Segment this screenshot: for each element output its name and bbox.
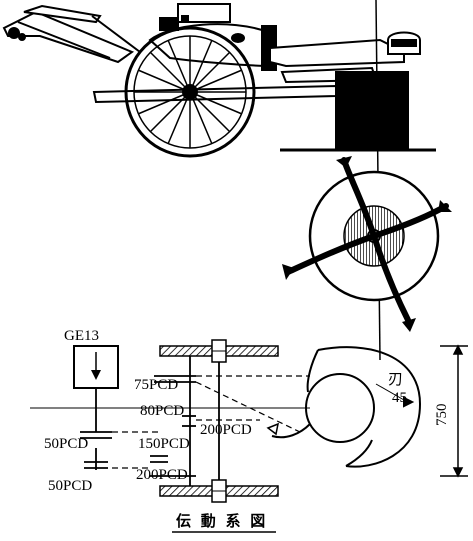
lower-plate [159,479,279,503]
engine-body [148,3,277,71]
frame-deck [92,31,436,152]
label-pcd-50-upper: 50PCD [44,436,88,452]
label-pcd-200-mid: 200PCD [200,422,252,438]
label-pcd-50-lower: 50PCD [48,478,92,494]
figure-caption: 伝 動 系 図 [176,512,268,530]
machine-side-view [2,0,436,361]
label-blade-size: 45 [392,390,407,406]
label-pcd-200-low: 200PCD [136,467,188,483]
label-pcd-150: 150PCD [138,436,190,452]
label-blade: 刃 [388,372,403,388]
blade-side-view [271,346,422,468]
belt-lines [112,375,310,469]
left-shaft [80,388,112,470]
tine-rotor [282,156,452,332]
label-pcd-80: 80PCD [140,403,184,419]
upper-plate [159,339,279,363]
label-engine: GE13 [64,328,99,344]
dimension-750 [440,344,468,478]
label-dimension: 750 [434,404,450,427]
right-shaft [150,356,220,486]
wheel [124,26,256,158]
handle-bars [2,4,141,64]
drive-schematic: GE13 [30,328,310,503]
label-pcd-75: 75PCD [134,377,178,393]
